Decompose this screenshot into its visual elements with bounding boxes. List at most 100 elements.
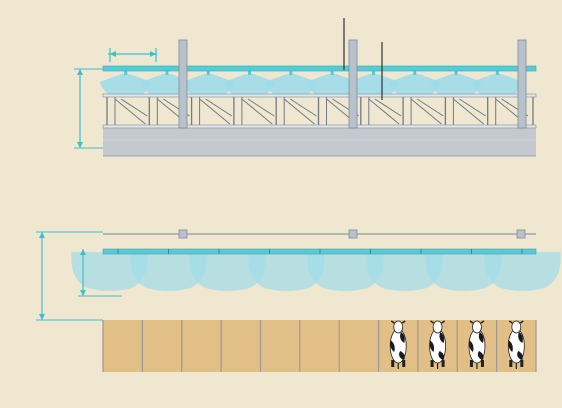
- cow-leg: [509, 360, 513, 367]
- top-view: [36, 229, 561, 372]
- cow-head: [472, 320, 482, 334]
- spray-coverage: [484, 252, 561, 291]
- spray-coverage: [366, 252, 443, 291]
- stanchion-diagonal: [247, 98, 275, 117]
- post-top: [178, 229, 188, 239]
- stanchion-diagonal: [199, 98, 231, 125]
- floor-slab: [103, 128, 536, 156]
- side-view: [74, 18, 537, 157]
- cow-leg: [441, 360, 445, 367]
- cow-head: [393, 320, 404, 334]
- spray-cone: [306, 74, 359, 96]
- stanchion-diagonal: [289, 98, 317, 117]
- cow-spot: [518, 332, 523, 343]
- stanchion: [190, 97, 233, 125]
- support-post: [178, 39, 188, 129]
- dimension-arrow-icon: [39, 314, 45, 320]
- stanchion-diagonal: [241, 98, 273, 125]
- sprinkler-nozzle: [165, 70, 169, 75]
- sprinkler-nozzle: [206, 70, 210, 75]
- cow-spot: [477, 351, 484, 360]
- spray-coverage-group: [71, 252, 561, 291]
- cow-ear: [480, 320, 485, 324]
- upper-rail: [102, 93, 537, 98]
- post-top: [516, 229, 526, 239]
- cow-icon: [389, 320, 407, 369]
- spray-coverage: [425, 252, 502, 291]
- spray-coverage: [248, 252, 325, 291]
- stanchion-diagonal: [416, 98, 444, 117]
- cow-head: [432, 320, 443, 334]
- stanchion-diagonal: [459, 98, 486, 117]
- stanchion-diagonal: [283, 98, 315, 125]
- cow-ear: [519, 320, 524, 324]
- cow-leg: [391, 360, 395, 367]
- dimension-arrow-icon: [80, 249, 86, 255]
- sprinkler-nozzle: [371, 70, 375, 75]
- spray-coverage: [71, 252, 148, 291]
- cow-spot: [400, 332, 405, 343]
- stanchion-diagonal: [120, 98, 148, 117]
- cow-ear: [390, 320, 395, 324]
- cow-leg: [520, 360, 524, 367]
- spray-cone: [388, 74, 441, 96]
- spray-cone: [430, 74, 483, 96]
- cow-spot: [399, 351, 405, 360]
- cow-spot: [429, 340, 435, 352]
- cow-ear: [441, 320, 446, 324]
- sprinkler-nozzle: [413, 70, 417, 75]
- cow-icon: [429, 320, 446, 369]
- spray-cone: [182, 74, 235, 96]
- spray-cone: [264, 74, 317, 96]
- cow-icon: [468, 320, 486, 369]
- stanchion-diagonal: [453, 98, 485, 125]
- cow-spot: [517, 351, 523, 360]
- cow-leg: [480, 360, 484, 367]
- sprinkler-nozzle: [495, 70, 499, 75]
- cow-spot: [478, 332, 484, 343]
- stanchion: [233, 97, 275, 125]
- cow-spot: [390, 340, 395, 352]
- spray-coverage: [189, 252, 266, 291]
- spray-cone: [223, 74, 276, 96]
- cow-ear: [430, 320, 435, 324]
- spray-cone: [99, 74, 152, 96]
- cow-leg: [430, 360, 434, 367]
- sprinkler-nozzle: [289, 70, 293, 75]
- lower-rail: [102, 124, 537, 129]
- cow-icon: [507, 320, 525, 369]
- sprinkler-nozzle: [124, 70, 128, 75]
- sprinkler-pipe: [102, 65, 537, 72]
- spray-cone: [347, 74, 400, 96]
- cow-leg: [402, 360, 406, 367]
- cow-ear: [401, 320, 406, 324]
- sprinkler-nozzle: [454, 70, 458, 75]
- sprinkler-nozzle: [248, 70, 252, 75]
- cow-spot: [438, 351, 445, 360]
- dimension-arrow-icon: [39, 232, 45, 238]
- cow-ear: [469, 320, 474, 324]
- stanchion-diagonal: [368, 98, 400, 125]
- stanchion: [275, 97, 317, 125]
- stanchion-diagonal: [410, 98, 442, 125]
- dimension-arrow-icon: [77, 69, 83, 75]
- stall-area: [103, 320, 536, 372]
- dimension-arrow-icon: [77, 142, 83, 148]
- spray-cone: [471, 74, 524, 96]
- stanchion: [360, 97, 402, 125]
- cow-leg: [469, 360, 473, 367]
- spray-coverage: [307, 252, 384, 291]
- dimension-arrow-icon: [150, 51, 156, 57]
- sprinkler-nozzle: [330, 70, 334, 75]
- cow-head: [511, 320, 522, 334]
- support-post: [348, 39, 358, 129]
- stanchion-diagonal: [374, 98, 402, 117]
- cow-spot: [468, 340, 474, 352]
- spray-coverage: [130, 252, 207, 291]
- cow-spot: [439, 332, 445, 343]
- cow-ear: [508, 320, 513, 324]
- stanchion: [444, 97, 486, 125]
- dimension-arrow-icon: [110, 51, 116, 57]
